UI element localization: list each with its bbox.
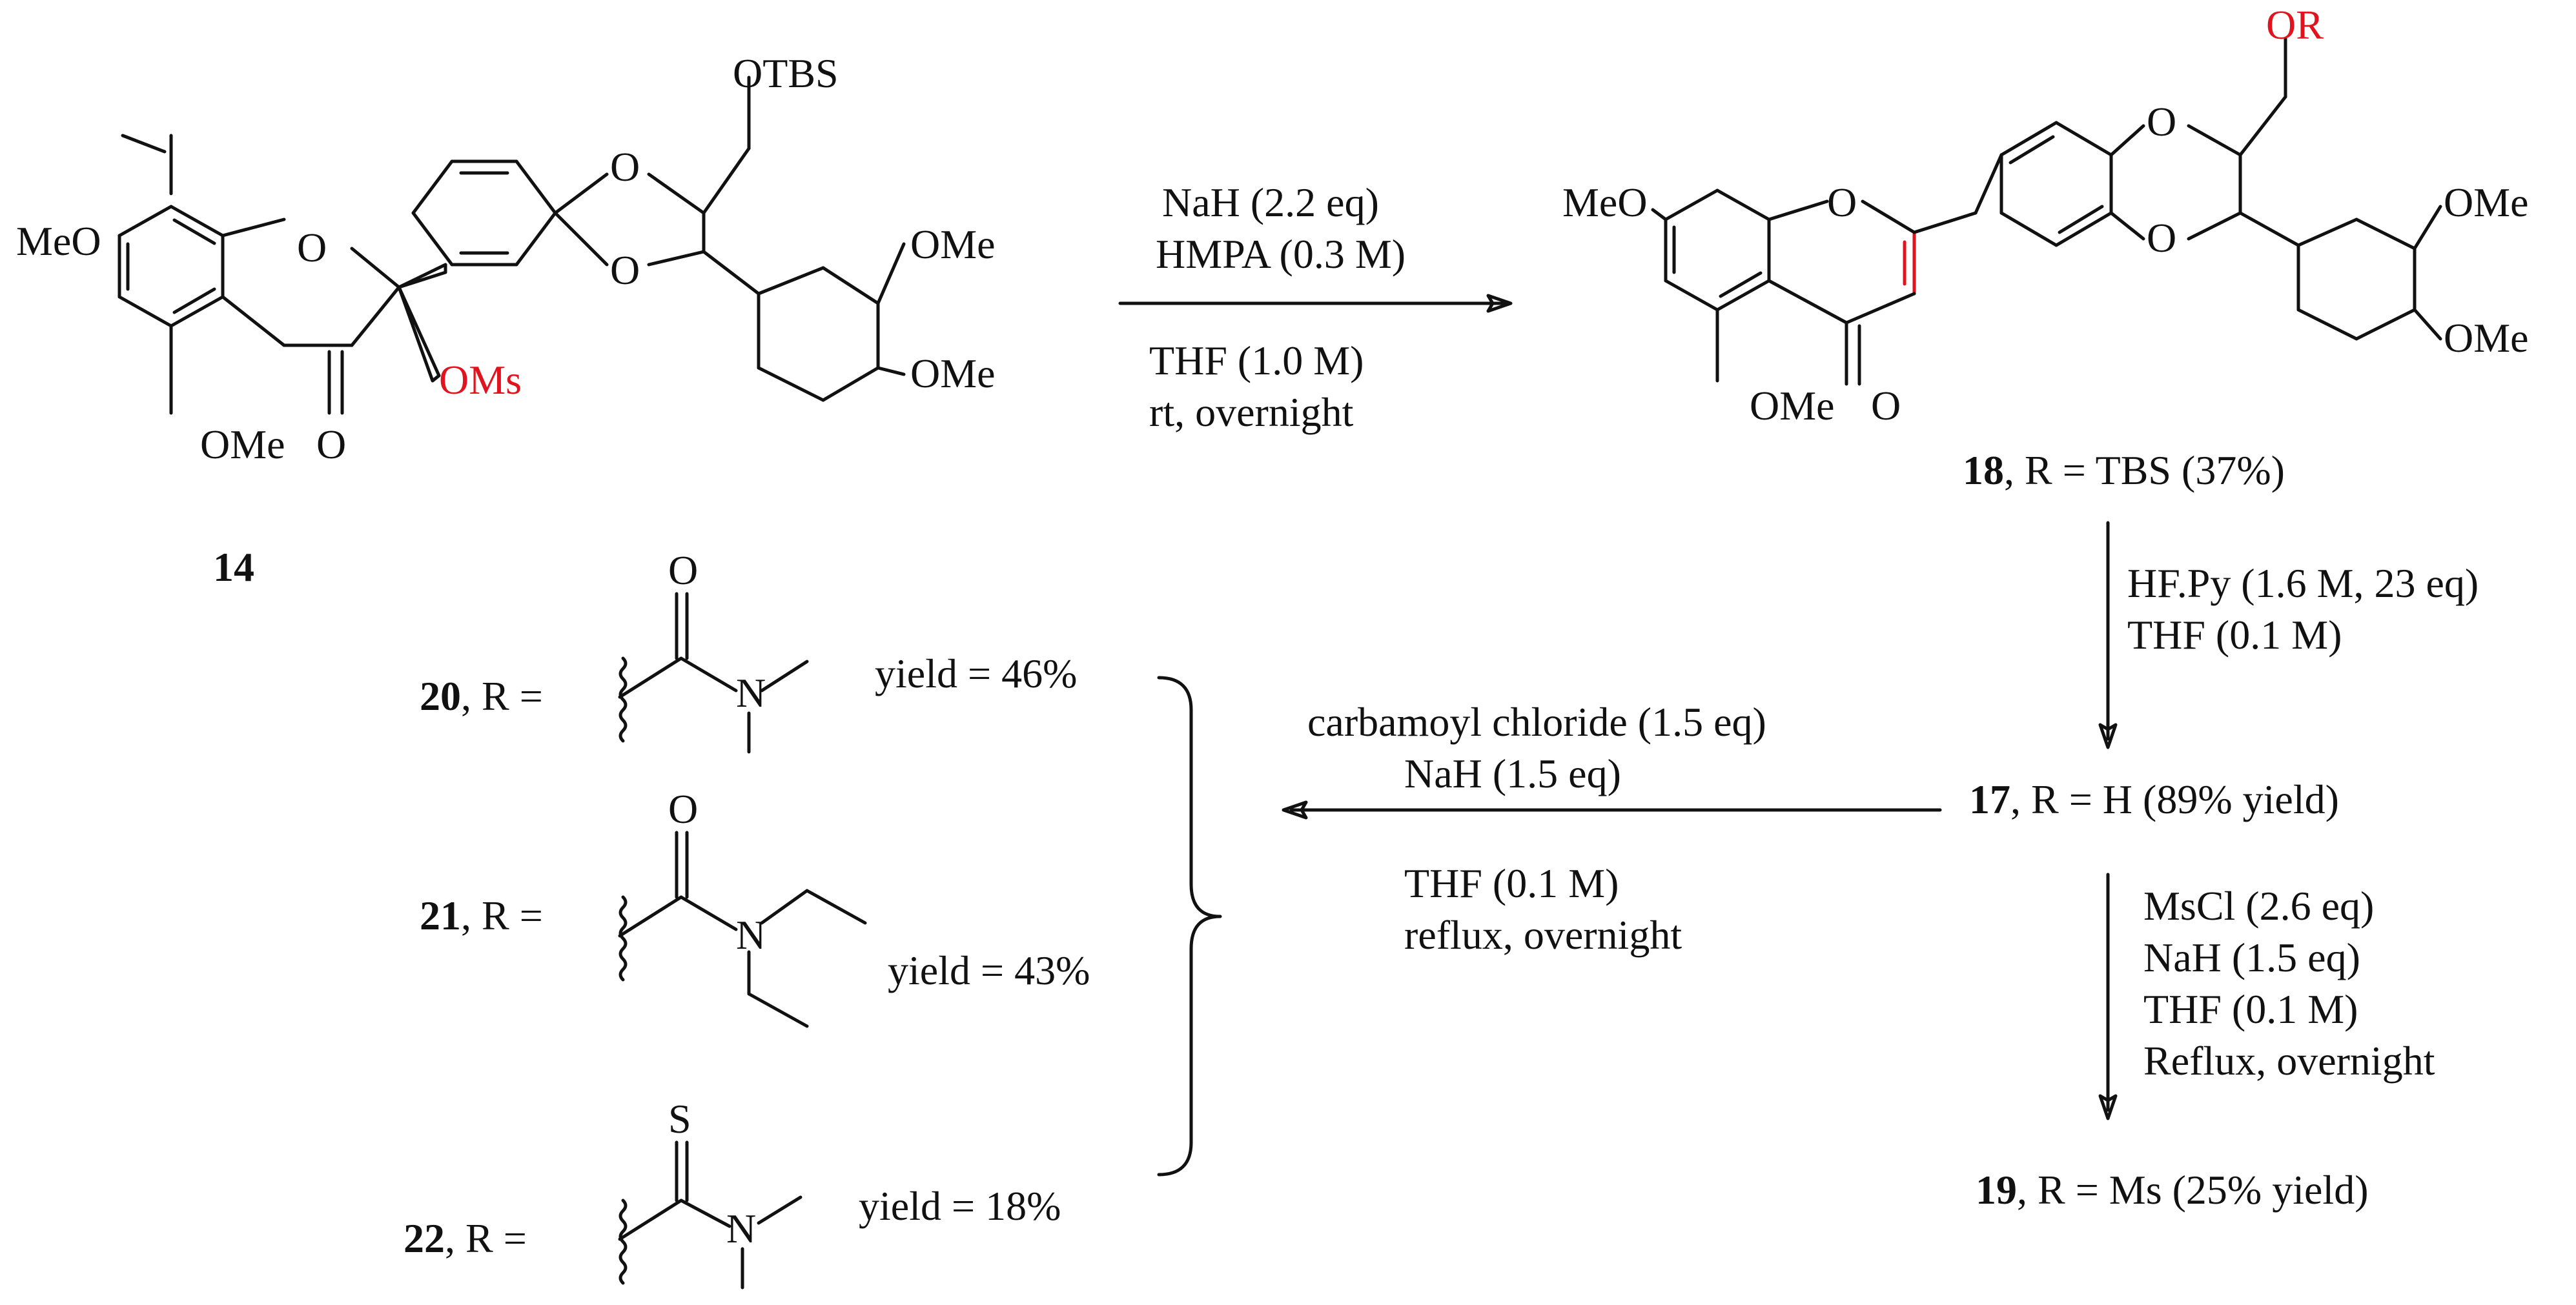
ring-oxygen-label: O — [610, 144, 640, 190]
product-21-yield: yield = 43% — [888, 947, 1090, 993]
ring-oxygen-label: O — [2147, 215, 2176, 261]
step-4-base: NaH (1.5 eq) — [2143, 935, 2360, 980]
step-3-conditions: reflux, overnight — [1404, 912, 1682, 958]
step-4-conditions: Reflux, overnight — [2143, 1038, 2435, 1084]
product-20-caption: 20, R = — [420, 673, 543, 719]
product-22-r-label: , R = — [445, 1215, 527, 1261]
product-20-yield: yield = 46% — [875, 651, 1077, 696]
product-22-number: 22 — [404, 1215, 445, 1261]
step-1-additive: HMPA (0.3 M) — [1156, 231, 1406, 277]
step-2-reagent: HF.Py (1.6 M, 23 eq) — [2127, 560, 2479, 606]
ome-label: OMe — [200, 421, 285, 467]
ome-label: MeO — [1562, 179, 1648, 225]
oms-label: OMs — [439, 357, 522, 403]
step-3-base: NaH (1.5 eq) — [1404, 751, 1621, 796]
product-20-number: 20 — [420, 673, 461, 719]
compound-17-caption: 17, R = H (89% yield) — [1969, 776, 2339, 822]
compound-14-structure: MeO O OMe O OMs O O OTBS OMe OMe — [16, 50, 996, 467]
ome-label: MeO — [16, 218, 101, 264]
compound-18-number: 18 — [1963, 447, 2004, 493]
product-group-brace — [1157, 676, 1222, 1177]
or-label: OR — [2266, 2, 2324, 48]
step-3-arrow — [1282, 800, 1942, 820]
step-1-reagent: NaH (2.2 eq) — [1162, 179, 1379, 225]
amide-nitrogen-label: N — [726, 1206, 756, 1251]
compound-19-caption: 19, R = Ms (25% yield) — [1976, 1167, 2369, 1213]
ring-oxygen-label: O — [610, 247, 640, 293]
ome-label: OMe — [1750, 383, 1835, 429]
step-2-arrow — [2098, 521, 2118, 749]
step-4-arrow — [2098, 873, 2118, 1120]
step-4-solvent: THF (0.1 M) — [2143, 986, 2358, 1032]
otbs-label: OTBS — [733, 50, 839, 96]
amide-nitrogen-label: N — [736, 670, 766, 716]
step-1-solvent: THF (1.0 M) — [1149, 338, 1364, 383]
compound-19-r-group: , R = Ms (25% yield) — [2017, 1167, 2369, 1213]
amide-nitrogen-label: N — [736, 912, 766, 958]
compound-14-number: 14 — [213, 544, 254, 590]
product-22-yield: yield = 18% — [859, 1183, 1061, 1229]
product-20-structure — [618, 592, 809, 754]
compound-18-structure: MeO O OMe O O O OR OMe OMe — [1562, 2, 2529, 429]
step-3-reagent: carbamoyl chloride (1.5 eq) — [1307, 699, 1766, 745]
thiocarbonyl-sulfur-label: S — [668, 1096, 691, 1142]
ring-oxygen-label: O — [1827, 179, 1857, 225]
ome-label: OMe — [910, 350, 996, 396]
product-20-r-label: , R = — [461, 673, 543, 719]
ome-label: OMe — [2444, 179, 2529, 225]
step-1-conditions: rt, overnight — [1149, 389, 1354, 435]
step-2-solvent: THF (0.1 M) — [2127, 612, 2342, 658]
carbonyl-oxygen-label: O — [668, 547, 698, 593]
compound-17-r-group: , R = H (89% yield) — [2010, 776, 2339, 822]
ring-oxygen-label: O — [297, 225, 327, 270]
ring-oxygen-label: O — [2147, 99, 2176, 145]
ome-label: OMe — [2444, 315, 2529, 361]
product-21-r-label: , R = — [461, 893, 543, 938]
product-22-caption: 22, R = — [404, 1215, 527, 1261]
step-1-arrow — [1118, 294, 1513, 313]
compound-19-number: 19 — [1976, 1167, 2017, 1213]
compound-17-number: 17 — [1969, 776, 2010, 822]
product-21-number: 21 — [420, 893, 461, 938]
compound-18-caption: 18, R = TBS (37%) — [1963, 447, 2285, 493]
product-22-structure — [618, 1140, 802, 1290]
product-21-caption: 21, R = — [420, 893, 543, 938]
ketone-oxygen-label: O — [316, 421, 346, 467]
product-21-structure — [618, 831, 867, 1028]
compound-18-r-group: , R = TBS (37%) — [2004, 447, 2285, 493]
ome-label: OMe — [910, 221, 996, 267]
step-3-solvent: THF (0.1 M) — [1404, 860, 1619, 906]
carbonyl-oxygen-label: O — [668, 786, 698, 832]
ketone-oxygen-label: O — [1871, 383, 1901, 429]
step-4-reagent: MsCl (2.6 eq) — [2143, 883, 2374, 929]
